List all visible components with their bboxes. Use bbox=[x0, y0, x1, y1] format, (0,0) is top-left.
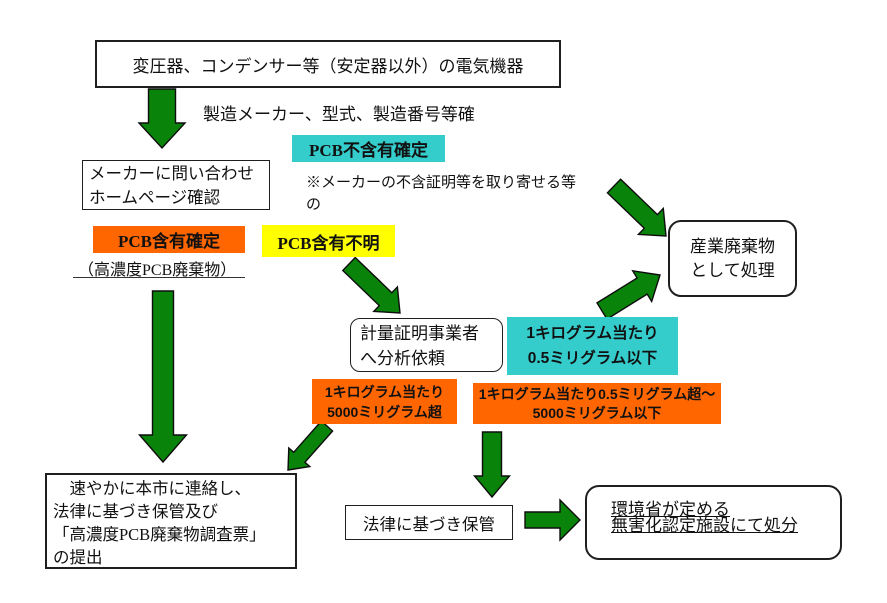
mid-range-label: 1キログラム当たり0.5ミリグラム超～ 5000ミリグラム以下 bbox=[473, 383, 721, 424]
disposal-box-line1: 環境省が定める bbox=[611, 500, 730, 519]
arrow-below-limit-to-industrial bbox=[596, 269, 661, 321]
storage-box-text: 法律に基づき保管 bbox=[363, 514, 495, 534]
pcb-unknown-label-text: PCB含有不明 bbox=[277, 233, 380, 253]
equipment-box: 変圧器、コンデンサー等（安定器以外）の電気機器 bbox=[95, 40, 561, 88]
storage-box: 法律に基づき保管 bbox=[345, 505, 513, 540]
below-limit-label: 1キログラム当たり 0.5ミリグラム以下 bbox=[507, 317, 678, 375]
arrow-midrange-to-storage bbox=[473, 431, 511, 499]
maker-inquiry-line2: ホームページ確認 bbox=[89, 188, 221, 207]
identify-note: 製造メーカー、型式、製造番号等確 bbox=[203, 105, 475, 124]
high-concentration-note: （高濃度PCB廃棄物） bbox=[73, 256, 245, 279]
arrow-storage-to-disposal bbox=[524, 498, 581, 542]
below-limit-line1: 1キログラム当たり bbox=[526, 325, 659, 342]
pcb-free-label: PCB不含有確定 bbox=[292, 135, 445, 162]
arrow-free-to-industrial bbox=[606, 178, 667, 237]
industrial-waste-box: 産業廃棄物 として処理 bbox=[668, 220, 797, 297]
analysis-box-line1: 計量証明事業者 bbox=[360, 324, 479, 343]
maker-inquiry-line1: メーカーに問い合わせ bbox=[89, 164, 254, 183]
over-5000-line1: 1キログラム当たり bbox=[324, 383, 445, 400]
arrow-confirmed-to-report bbox=[137, 290, 189, 464]
report-box: 速やかに本市に連絡し、 法律に基づき保管及び 「高濃度PCB廃棄物調査票」 の提… bbox=[45, 473, 297, 569]
maker-note: ※メーカーの不含証明等を取り寄せる等 の bbox=[306, 172, 606, 216]
mid-range-line1: 1キログラム当たり0.5ミリグラム超～ bbox=[478, 385, 716, 402]
pcb-free-label-text: PCB不含有確定 bbox=[309, 141, 428, 160]
report-box-line1: 速やかに本市に連絡し、 bbox=[53, 479, 252, 498]
pcb-confirmed-label: PCB含有確定 bbox=[93, 226, 245, 253]
report-box-line3: 「高濃度PCB廃棄物調査票」 bbox=[53, 525, 266, 544]
maker-note-line2: の bbox=[306, 197, 322, 213]
below-limit-line2: 0.5ミリグラム以下 bbox=[527, 350, 658, 367]
arrow-unknown-to-analysis bbox=[341, 256, 401, 314]
arrow-over5000-to-report bbox=[287, 420, 334, 471]
maker-inquiry-box: メーカーに問い合わせ ホームページ確認 bbox=[82, 160, 270, 210]
disposal-box: 環境省が定める 無害化認定施設にて処分 bbox=[585, 485, 842, 560]
disposal-box-line2: 無害化認定施設にて処分 bbox=[611, 516, 798, 535]
arrow-equipment-to-maker bbox=[137, 88, 187, 150]
pcb-confirmed-label-text: PCB含有確定 bbox=[118, 232, 220, 251]
analysis-box: 計量証明事業者 へ分析依頼 bbox=[350, 318, 503, 372]
over-5000-line2: 5000ミリグラム超 bbox=[327, 403, 442, 420]
mid-range-line2: 5000ミリグラム以下 bbox=[532, 404, 662, 421]
pcb-unknown-label: PCB含有不明 bbox=[262, 225, 395, 257]
report-box-line2: 法律に基づき保管及び bbox=[53, 502, 218, 521]
industrial-waste-line2: として処理 bbox=[690, 260, 775, 280]
over-5000-label: 1キログラム当たり 5000ミリグラム超 bbox=[312, 379, 457, 424]
analysis-box-line2: へ分析依頼 bbox=[360, 349, 445, 368]
report-box-line4: の提出 bbox=[53, 548, 103, 567]
maker-note-line1: ※メーカーの不含証明等を取り寄せる等 bbox=[306, 175, 577, 191]
industrial-waste-line1: 産業廃棄物 bbox=[690, 236, 775, 256]
equipment-box-label: 変圧器、コンデンサー等（安定器以外）の電気機器 bbox=[132, 56, 524, 76]
